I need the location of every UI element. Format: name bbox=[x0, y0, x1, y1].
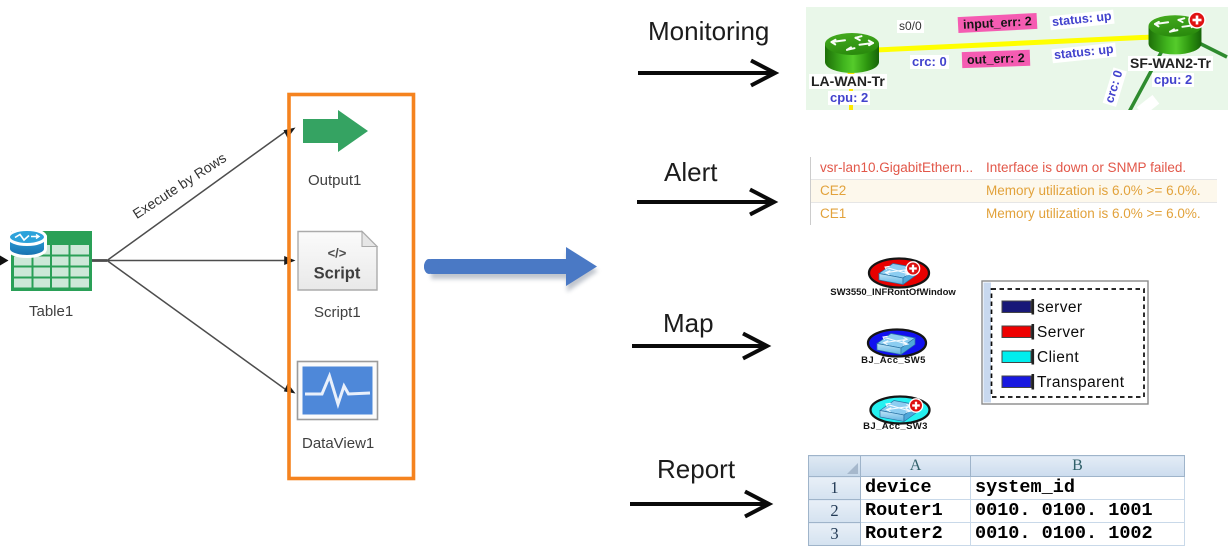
svg-text:</>: </> bbox=[328, 246, 347, 261]
svg-text:Server: Server bbox=[1037, 324, 1085, 341]
svg-text:Script: Script bbox=[314, 265, 361, 283]
svg-text:Client: Client bbox=[1037, 349, 1079, 366]
svg-text:Transparent: Transparent bbox=[1037, 374, 1125, 391]
svg-text:server: server bbox=[1037, 299, 1082, 316]
